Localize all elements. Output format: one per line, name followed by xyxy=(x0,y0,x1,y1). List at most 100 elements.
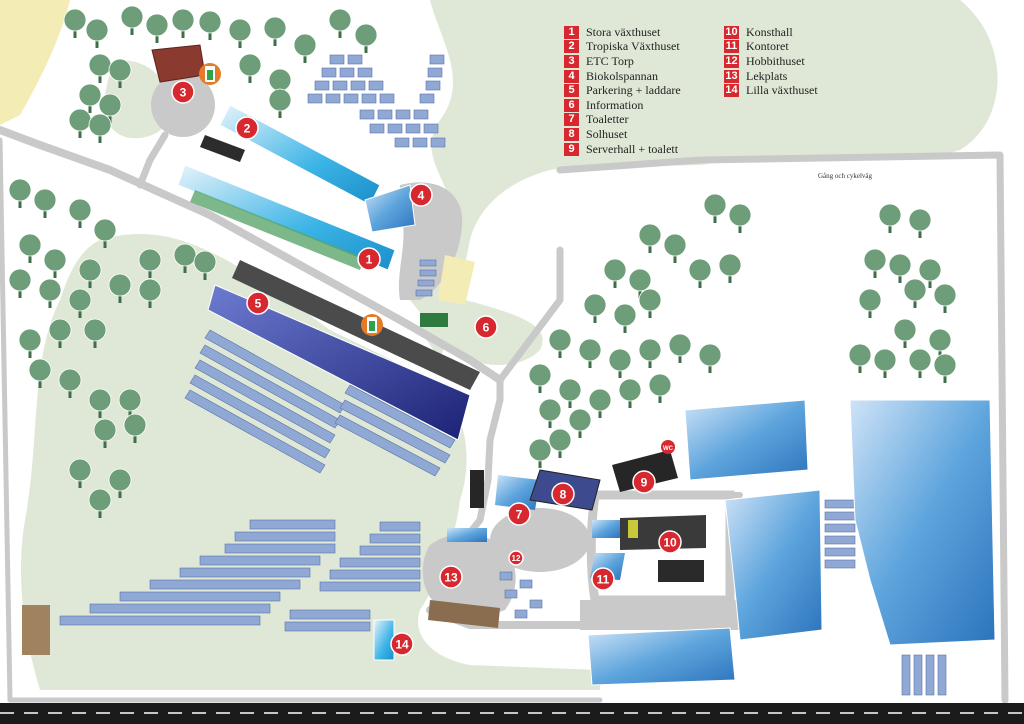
tree-icon xyxy=(138,278,162,302)
tree-trunk xyxy=(873,268,877,278)
legend-label: Stora växthuset xyxy=(586,24,661,39)
tower-building xyxy=(22,605,50,655)
tree-trunk xyxy=(148,298,152,308)
tree-icon xyxy=(528,363,552,387)
wc-label: WC xyxy=(663,446,674,452)
konsthall-accent xyxy=(628,520,638,538)
tree-trunk xyxy=(913,298,917,308)
tree-trunk xyxy=(98,133,102,143)
tree-trunk xyxy=(678,353,682,363)
tree-icon xyxy=(108,58,132,82)
tree-icon xyxy=(88,488,112,512)
legend-number: 8 xyxy=(564,127,579,141)
map-marker-7[interactable] xyxy=(507,502,531,526)
legend-number: 5 xyxy=(564,84,579,98)
tree-icon xyxy=(888,253,912,277)
solhuset-greenhouse xyxy=(207,284,471,441)
tree-trunk xyxy=(48,298,52,308)
map-marker-1[interactable] xyxy=(357,247,381,271)
tree-trunk xyxy=(98,73,102,83)
tree-icon xyxy=(873,348,897,372)
tree-icon xyxy=(548,328,572,352)
map-marker-label: 4 xyxy=(418,189,425,203)
map-marker-10[interactable] xyxy=(658,530,682,554)
legend-label: Information xyxy=(586,97,644,112)
legend-number: 4 xyxy=(564,69,579,83)
tree-icon xyxy=(108,273,132,297)
tree-icon xyxy=(613,303,637,327)
map-marker-8[interactable] xyxy=(551,482,575,506)
tree-trunk xyxy=(78,478,82,488)
sand-lot xyxy=(438,255,475,305)
map-marker-label: 5 xyxy=(255,297,262,311)
legend-number: 9 xyxy=(564,142,579,156)
tree-icon xyxy=(120,5,144,29)
south-plaza xyxy=(580,600,740,630)
map-marker-6[interactable] xyxy=(474,315,498,339)
tree-icon xyxy=(933,353,957,377)
tree-icon xyxy=(145,13,169,37)
map-marker-label: 10 xyxy=(663,536,677,550)
legend-label: Hobbithuset xyxy=(746,53,805,68)
legend-number: 2 xyxy=(564,40,579,54)
greenhouse-stora xyxy=(177,164,396,271)
tree-icon xyxy=(718,253,742,277)
map-marker-4[interactable] xyxy=(409,183,433,207)
tree-icon xyxy=(268,88,292,112)
solar-array-west xyxy=(184,329,456,477)
legend-label: Lilla växthuset xyxy=(746,83,818,98)
tree-icon xyxy=(578,338,602,362)
map-marker-label: 2 xyxy=(244,122,251,136)
tree-icon xyxy=(648,373,672,397)
tree-trunk xyxy=(598,408,602,418)
map-marker-11[interactable] xyxy=(591,567,615,591)
tree-icon xyxy=(638,338,662,362)
tree-trunk xyxy=(613,278,617,288)
legend-label: Kontoret xyxy=(746,39,789,54)
tree-icon xyxy=(618,378,642,402)
tree-trunk xyxy=(98,508,102,518)
tree-trunk xyxy=(78,128,82,138)
tree-icon xyxy=(93,418,117,442)
tree-icon xyxy=(638,288,662,312)
tree-icon xyxy=(83,318,107,342)
tree-icon xyxy=(138,248,162,272)
map-marker-label: 1 xyxy=(366,253,373,267)
tree-trunk xyxy=(128,408,132,418)
tree-trunk xyxy=(548,418,552,428)
tree-icon xyxy=(43,248,67,272)
tree-trunk xyxy=(118,293,122,303)
barn-south xyxy=(428,600,500,628)
tree-trunk xyxy=(918,368,922,378)
map-marker-12[interactable] xyxy=(508,550,524,566)
greenhouse-stora-row xyxy=(190,190,365,270)
tree-trunk xyxy=(78,218,82,228)
tree-trunk xyxy=(538,458,542,468)
tree-trunk xyxy=(858,363,862,373)
tree-icon xyxy=(858,288,882,312)
tree-icon xyxy=(108,468,132,492)
tree-icon xyxy=(878,203,902,227)
map-marker-9[interactable] xyxy=(632,470,656,494)
greenhouse-east-small xyxy=(684,399,809,481)
map-marker-14[interactable] xyxy=(390,632,414,656)
tree-icon xyxy=(193,250,217,274)
map-marker-3[interactable] xyxy=(171,80,195,104)
legend-label: Tropiska Växthuset xyxy=(586,39,680,54)
tree-trunk xyxy=(588,358,592,368)
tree-trunk xyxy=(58,338,62,348)
legend-number: 1 xyxy=(564,25,579,39)
meadow-north xyxy=(420,0,998,360)
map-marker-2[interactable] xyxy=(235,116,259,140)
tree-icon xyxy=(198,10,222,34)
tree-trunk xyxy=(183,263,187,273)
map-marker-13[interactable] xyxy=(439,565,463,589)
map-marker-5[interactable] xyxy=(246,291,270,315)
tree-trunk xyxy=(28,348,32,358)
tree-icon xyxy=(538,398,562,422)
tree-icon xyxy=(85,18,109,42)
tree-icon xyxy=(228,18,252,42)
